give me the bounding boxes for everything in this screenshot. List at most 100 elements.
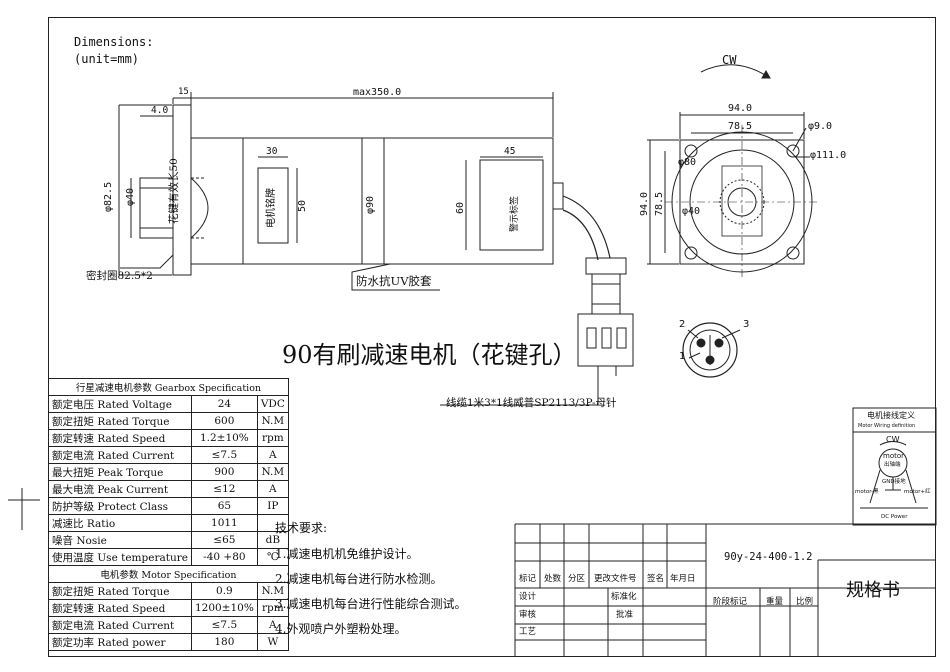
front-view	[647, 64, 820, 280]
spec-label: 额定扭矩 Rated Torque	[48, 412, 192, 430]
dim-phi80: φ80	[678, 157, 697, 168]
spec-value: ≤7.5	[190, 616, 258, 634]
spec-value: 65	[190, 497, 258, 515]
tb-scale: 比例	[796, 597, 814, 607]
tb-craft: 工艺	[519, 627, 537, 637]
drawing-number: 90y-24-400-1.2	[724, 551, 813, 563]
dim-785-left: 78.5	[654, 191, 665, 216]
pin-2-label: 2	[679, 319, 686, 330]
spline-end	[190, 177, 209, 239]
tb-count: 处数	[544, 574, 562, 584]
spec-value: 1200±10%	[190, 599, 258, 617]
motor-spec-header: 电机参数 Motor Specification	[48, 565, 289, 583]
wiring-subtitle: Motor Wiring definition	[858, 423, 916, 429]
dim-phi111: φ111.0	[810, 150, 847, 161]
wiring-gnd: GND接地	[882, 479, 906, 485]
wiring-minus: motor-黑	[855, 489, 879, 495]
tech-req-item: 1.减速电机机免维护设计。	[275, 547, 419, 561]
spec-unit: A	[256, 446, 289, 464]
spec-label: 额定扭矩 Rated Torque	[48, 582, 192, 600]
spline-bore	[139, 177, 174, 239]
gearbox-spec-header: 行星减速电机参数 Gearbox Specification	[48, 378, 289, 396]
spec-label: 噪音 Nosie	[48, 531, 192, 549]
tech-req-item: 2.减速电机每台进行防水检测。	[275, 572, 443, 586]
tb-mark: 标记	[519, 574, 537, 584]
tb-standard: 标准化	[611, 592, 637, 602]
dim-45: 45	[504, 146, 516, 157]
spec-label: 防护等级 Protect Class	[48, 497, 192, 515]
spec-unit: N.M	[256, 582, 289, 600]
dim-785-top: 78.5	[728, 121, 753, 132]
seal-label: 密封圈82.5*2	[86, 270, 153, 282]
drawing-frame	[48, 17, 936, 657]
table-row: 使用温度 Use temperature-40 +80℃	[48, 548, 289, 566]
spec-value: 1011	[190, 514, 258, 532]
rotation-label: CW	[722, 53, 737, 67]
title-block-grid	[514, 523, 936, 656]
spec-value: 24	[190, 395, 258, 413]
spec-label: 额定电流 Rated Current	[48, 616, 192, 634]
spec-label: 减速比 Ratio	[48, 514, 192, 532]
registration-mark	[8, 488, 40, 530]
spec-value: 900	[190, 463, 258, 481]
spec-label: 额定转速 Rated Speed	[48, 429, 192, 447]
tb-approve: 批准	[616, 610, 634, 620]
tb-review: 审核	[519, 610, 537, 620]
tech-req-item: 3.减速电机每台进行性能综合测试。	[275, 597, 467, 611]
wiring-power: DC Power	[881, 514, 908, 520]
cable-label: 线缆1米3*1线威普SP2113/3P-母针	[446, 397, 617, 409]
warning-plate	[479, 159, 544, 251]
dim-50: 50	[297, 199, 308, 212]
tb-change: 更改文件号	[594, 574, 637, 584]
spec-unit: N.M	[256, 412, 289, 430]
wiring-plus: motor+红	[904, 489, 931, 495]
spec-value: -40 +80	[190, 548, 258, 566]
spec-value: ≤7.5	[190, 446, 258, 464]
gearbox-spec-table: 行星减速电机参数 Gearbox Specification 额定电压 Rate…	[48, 378, 289, 651]
uv-sleeve-label: 防水抗UV胶套	[356, 274, 432, 288]
spec-unit: W	[256, 633, 289, 651]
wiring-box	[852, 407, 937, 526]
dim-phi90: φ90	[365, 195, 376, 214]
spec-unit: dB	[256, 531, 289, 549]
dim-30: 30	[266, 146, 278, 157]
spec-label: 额定电压 Rated Voltage	[48, 395, 192, 413]
spec-label: 最大电流 Peak Current	[48, 480, 192, 498]
connector-face	[682, 322, 741, 378]
tb-stage: 阶段标记	[713, 597, 748, 607]
spec-label: 额定转速 Rated Speed	[48, 599, 192, 617]
dim-phi9: φ9.0	[808, 121, 833, 132]
dim-94-left: 94.0	[639, 191, 650, 216]
spec-label: 额定电流 Rated Current	[48, 446, 192, 464]
rotation-arrow	[700, 64, 771, 79]
side-view	[118, 92, 634, 406]
wiring-motor: motor	[883, 452, 905, 460]
spec-unit: N.M	[256, 463, 289, 481]
tech-req-title: 技术要求:	[275, 521, 328, 535]
tb-weight: 重量	[766, 597, 784, 607]
spline-length-label: 花键有效长50	[168, 158, 180, 224]
spec-label: 最大扭矩 Peak Torque	[48, 463, 192, 481]
tech-req-item: 4.外观喷户外塑粉处理。	[275, 622, 407, 636]
spec-value: 1.2±10%	[190, 429, 258, 447]
spec-value: 0.9	[190, 582, 258, 600]
dimensions-note-line1: Dimensions:	[74, 35, 154, 49]
dim-15: 15	[178, 87, 189, 97]
wiring-title: 电机接线定义	[867, 411, 915, 420]
dim-phi40-front: φ40	[682, 206, 701, 217]
spec-unit: VDC	[256, 395, 289, 413]
spec-value: ≤65	[190, 531, 258, 549]
dim-max: max350.0	[353, 87, 402, 98]
